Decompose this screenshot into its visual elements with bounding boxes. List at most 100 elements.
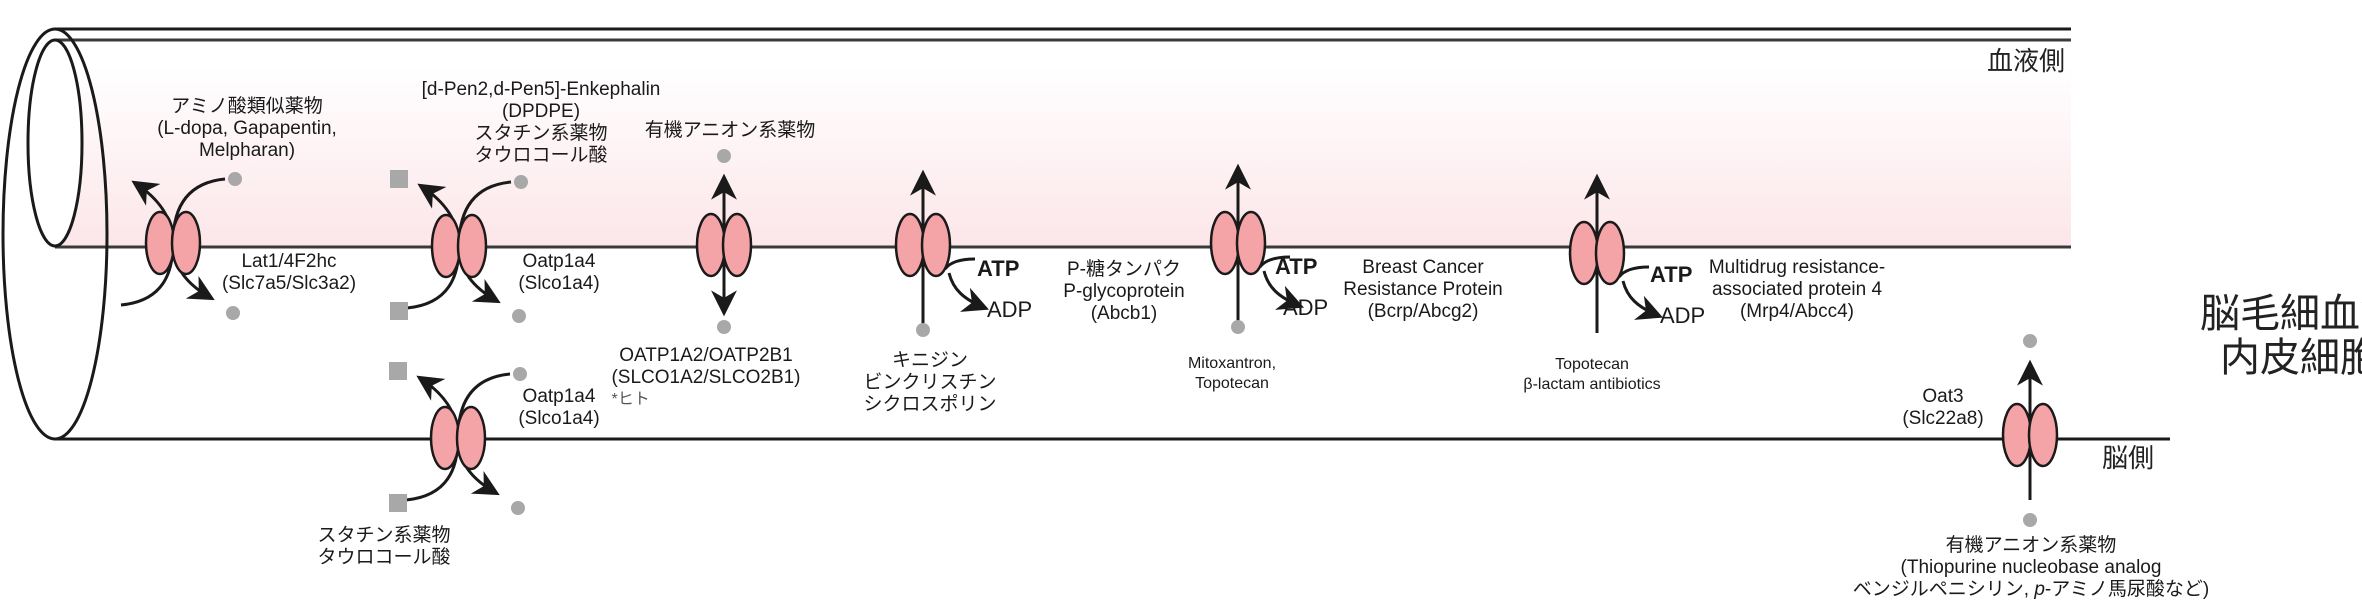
oatp1a2-substrate-dot-bottom: [717, 320, 731, 334]
oatp1a4-luminal-counter-square-bottom: [390, 302, 408, 320]
oatp1a2-name-label: OATP1A2/OATP2B1 (SLCO1A2/SLCO2B1) *ヒト: [611, 345, 800, 411]
bcrp-subunit-left: [1209, 210, 1241, 276]
blood-region: [55, 41, 2071, 247]
label-line: associated protein 4: [1711, 279, 1883, 300]
label-line: Breast Cancer: [1362, 257, 1484, 278]
label-line: Topotecan: [1555, 356, 1629, 373]
transporter-gene: (Slc22a8): [1902, 408, 1984, 429]
label-line: Multidrug resistance-: [1708, 257, 1886, 278]
mrp4-subunit-right: [1594, 220, 1626, 286]
oatp1a4-luminal-counter-square-top: [390, 170, 408, 188]
label-line: キニジン: [891, 350, 969, 371]
label-line: (Mrp4/Abcc4): [1739, 301, 1855, 322]
label-line: (Abcb1): [1090, 303, 1158, 324]
label-line: (Bcrp/Abcg2): [1367, 301, 1479, 322]
mrp4-adp-label: ADP: [1660, 303, 1706, 328]
transporter-name: Oatp1a4: [522, 386, 596, 407]
oatp1a4-abluminal-subunit-right: [455, 405, 487, 471]
label-line: (DPDPE): [501, 101, 581, 122]
bcrp-substrate-label: Mitoxantron, Topotecan: [1188, 354, 1276, 394]
label-fragment: ベンジルペニシリン,: [1852, 579, 2035, 600]
transporter-name: Oat3: [1922, 386, 1964, 407]
endothelial-cell-label-line2: 内皮細胞: [2220, 335, 2362, 381]
label-line: 有機アニオン系薬物: [644, 120, 816, 141]
lat1-subunit-right: [170, 210, 202, 276]
label-line: タウロコール酸: [474, 145, 608, 166]
label-line: P-糖タンパク: [1066, 259, 1182, 280]
oatp1a4-abluminal-name-label: Oatp1a4 (Slco1a4): [518, 386, 599, 430]
lat1-substrate-label: アミノ酸類似薬物 (L-dopa, Gapapentin, Melpharan): [157, 96, 337, 162]
pgp-subunit-right: [920, 212, 952, 278]
label-line: ビンクリスチン: [863, 372, 997, 393]
endothelial-cell-label: 脳毛細血管 内皮細胞: [2200, 292, 2362, 380]
lat1-substrate-dot-bottom: [226, 306, 240, 320]
vessel-outer-end-ellipse: [1, 27, 109, 441]
brain-side-label: 脳側: [2102, 444, 2155, 474]
transporter-name: Lat1/4F2hc: [241, 251, 337, 272]
lat1-substrate-dot-top: [228, 172, 242, 186]
label-line: (Thiopurine nucleobase analog: [1900, 557, 2162, 578]
bcrp-adp-arrow: [1262, 270, 1305, 310]
oatp1a4-luminal-subunit-left: [430, 213, 462, 279]
mrp4-atp-link: [1617, 265, 1650, 278]
oatp1a4-luminal-name-label: Oatp1a4 (Slco1a4): [518, 251, 599, 295]
label-line: Resistance Protein: [1343, 279, 1503, 300]
pgp-subunit-left: [894, 212, 926, 278]
label-line: P-glycoprotein: [1063, 281, 1185, 302]
species-note: *ヒト: [611, 391, 650, 408]
pgp-atp-label: ATP: [977, 256, 1020, 281]
label-line: Melpharan): [198, 140, 296, 161]
mrp4-name-label: Multidrug resistance- associated protein…: [1709, 257, 1885, 323]
label-line: スタチン系薬物: [317, 525, 451, 546]
oat3-substrate-dot-top: [2023, 334, 2037, 348]
oat3-subunit-left: [2001, 402, 2033, 468]
transporter-gene: (Slco1a4): [518, 273, 600, 294]
label-line: シクロスポリン: [863, 394, 997, 415]
bcrp-atp-label: ATP: [1275, 254, 1318, 279]
oat3-substrate-dot-bottom: [2023, 513, 2037, 527]
label-line: アミノ酸類似薬物: [171, 96, 323, 117]
oat3-name-label: Oat3 (Slc22a8): [1902, 386, 1983, 430]
label-line: Mitoxantron,: [1187, 355, 1277, 372]
oatp1a4-abluminal-counter-square-bottom: [389, 494, 407, 512]
pgp-name-label: P-糖タンパク P-glycoprotein (Abcb1): [1063, 259, 1184, 325]
oatp1a4-abluminal-counter-square-top: [389, 362, 407, 380]
oatp1a4-luminal-substrate-dot-top: [514, 175, 528, 189]
bcrp-name-label: Breast Cancer Resistance Protein (Bcrp/A…: [1343, 257, 1502, 323]
oatp1a2-substrate-label: 有機アニオン系薬物: [645, 120, 816, 142]
pgp-adp-label: ADP: [987, 297, 1033, 322]
label-line: 有機アニオン系薬物: [1945, 535, 2117, 556]
oatp1a4-abluminal-subunit-left: [429, 405, 461, 471]
bcrp-adp-label: ADP: [1283, 295, 1329, 320]
transporter-name: OATP1A2/OATP2B1: [619, 345, 793, 366]
oat3-substrate-label: 有機アニオン系薬物 (Thiopurine nucleobase analog …: [1853, 535, 2209, 601]
label-line: タウロコール酸: [317, 547, 451, 568]
lat1-subunit-left: [144, 210, 176, 276]
vessel-inner-end-ellipse: [26, 38, 84, 248]
label-line: β-lactam antibiotics: [1523, 376, 1661, 393]
bcrp-substrate-dot: [1231, 320, 1245, 334]
label-line: (L-dopa, Gapapentin,: [157, 118, 337, 139]
pgp-adp-arrow: [947, 272, 990, 312]
oatp1a2-subunit-left: [695, 212, 727, 278]
label-fragment: -アミノ馬尿酸など): [2044, 579, 2210, 600]
label-line: [d-Pen2,d-Pen5]-Enkephalin: [421, 79, 661, 100]
oatp1a4-luminal-subunit-right: [456, 213, 488, 279]
label-line: スタチン系薬物: [474, 123, 608, 144]
oat3-subunit-right: [2027, 402, 2059, 468]
pgp-atp-link: [943, 257, 976, 270]
mrp4-atp-label: ATP: [1650, 262, 1693, 287]
label-line: Topotecan: [1195, 375, 1269, 392]
label-line: ベンジルペニシリン, p-アミノ馬尿酸など): [1853, 579, 2209, 601]
pgp-substrate-dot: [916, 323, 930, 337]
mrp4-subunit-left: [1568, 220, 1600, 286]
transporter-gene: (SLCO1A2/SLCO2B1): [611, 367, 801, 388]
bcrp-atp-link: [1258, 255, 1291, 268]
lat1-name-label: Lat1/4F2hc (Slc7a5/Slc3a2): [222, 251, 356, 295]
bcrp-subunit-right: [1235, 210, 1267, 276]
pgp-substrate-label: キニジン ビンクリスチン シクロスポリン: [863, 350, 996, 416]
oatp1a4-abluminal-substrate-dot-bottom: [511, 501, 525, 515]
transporter-gene: (Slco1a4): [518, 408, 600, 429]
mrp4-substrate-label: Topotecan β-lactam antibiotics: [1523, 355, 1660, 395]
